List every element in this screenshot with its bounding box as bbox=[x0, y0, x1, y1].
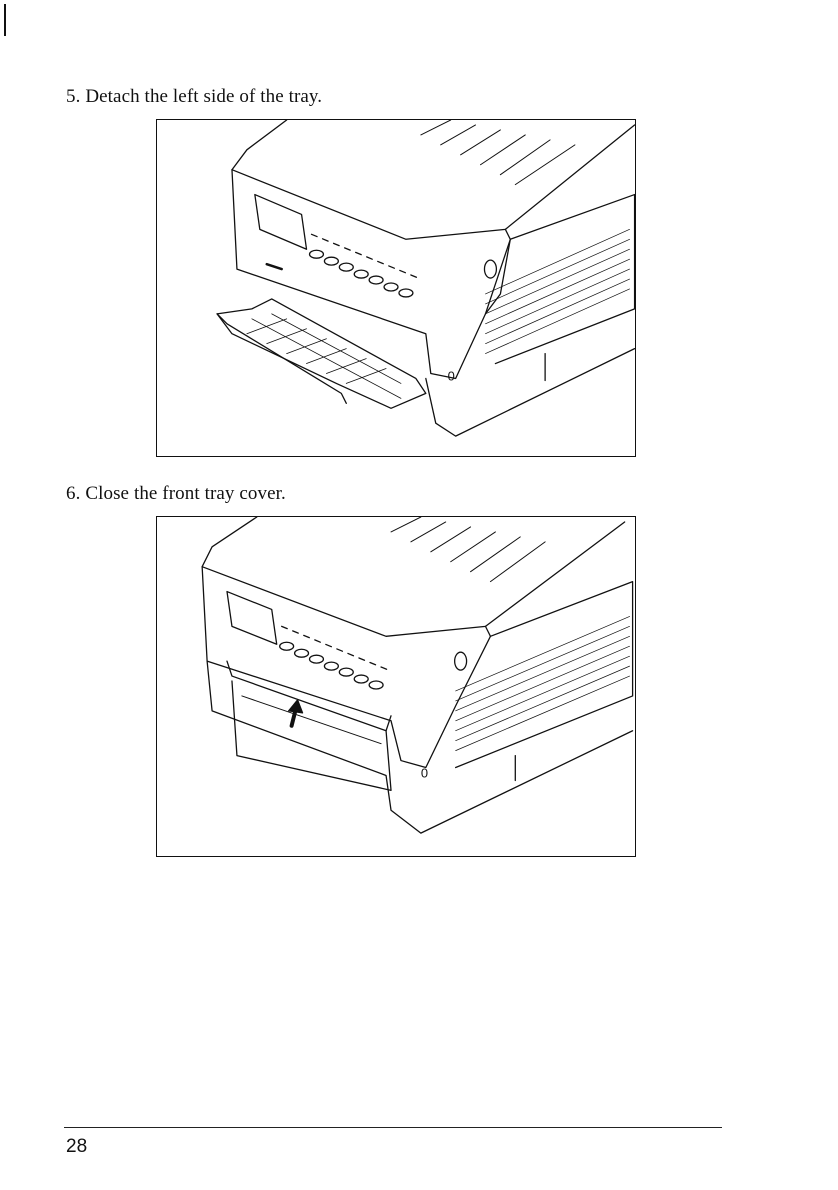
figure-detach-tray: 0 bbox=[156, 119, 636, 457]
step-6-text: Close the front tray cover. bbox=[85, 483, 286, 504]
printer-illustration-tray-closed: 0 bbox=[157, 517, 635, 856]
step-6-instruction: 6. Close the front tray cover. bbox=[66, 483, 286, 505]
step-5-number: 5. bbox=[66, 86, 80, 107]
figure-close-tray-cover: 0 bbox=[156, 516, 636, 857]
page-edge-mark bbox=[4, 4, 6, 36]
footer-rule bbox=[64, 1127, 722, 1128]
step-6-number: 6. bbox=[66, 483, 80, 504]
figure-2-label: 0 bbox=[421, 765, 428, 780]
step-5-instruction: 5. Detach the left side of the tray. bbox=[66, 86, 322, 108]
figure-1-label: 0 bbox=[448, 368, 455, 383]
page-number: 28 bbox=[66, 1136, 87, 1158]
printer-illustration-tray-open: 0 bbox=[157, 120, 635, 456]
step-5-text: Detach the left side of the tray. bbox=[85, 86, 322, 107]
